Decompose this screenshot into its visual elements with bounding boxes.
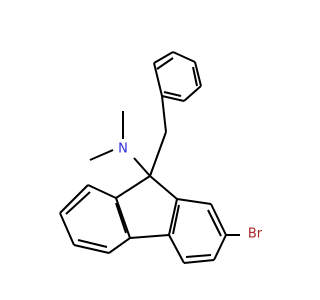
left-ring-bond-1 — [87, 184, 117, 199]
left-ring-bond-4 — [73, 244, 110, 254]
phenyl-bond-4 — [183, 85, 202, 102]
fluorene-bond-3 — [115, 197, 131, 239]
phenyl-bond-1 — [153, 51, 174, 64]
phenyl-bond-6 — [153, 62, 163, 97]
right-ring-bond-2 — [210, 203, 227, 236]
nitrogen-methyl-bond-2 — [89, 149, 114, 161]
right-ring-double-bond-3 — [185, 254, 212, 258]
fluorene-bond-1 — [115, 175, 151, 199]
left-ring-bond-3 — [59, 212, 75, 246]
phenyl-bond-2 — [172, 51, 196, 63]
left-ring-bond-2 — [59, 184, 89, 214]
background — [0, 0, 300, 300]
atom-labels: N Br — [118, 142, 263, 242]
phenyl-double-bond-1 — [156, 57, 174, 70]
bond-lines — [59, 51, 240, 264]
left-ring-double-bond-2 — [77, 239, 108, 248]
molecule-diagram: N Br — [0, 0, 300, 300]
phenyl-bond-5 — [161, 95, 185, 102]
left-ring-double-bond-1 — [65, 191, 91, 215]
right-ring-double-bond-2 — [207, 209, 222, 237]
benzyl-bond-2 — [149, 131, 167, 177]
fluorene-bond-5 — [129, 234, 170, 239]
carbon-nitrogen-bond — [133, 157, 151, 177]
phenyl-double-bond-2 — [192, 66, 198, 87]
nitrogen-label: N — [118, 142, 128, 157]
right-ring-bond-1 — [176, 198, 212, 205]
right-ring-double-bond-1 — [172, 204, 180, 235]
phenyl-bond-3 — [194, 61, 202, 87]
left-ring-bond-5 — [108, 237, 131, 254]
bromine-label: Br — [248, 227, 263, 242]
left-ring-double-bond-3 — [115, 202, 127, 234]
phenyl-double-bond-3 — [163, 91, 182, 97]
fluorene-bond-2 — [149, 175, 178, 200]
right-ring-bond-4 — [183, 259, 215, 264]
benzyl-bond-1 — [161, 95, 167, 133]
right-ring-bond-3 — [213, 234, 227, 261]
right-ring-bond-5 — [168, 234, 185, 264]
fluorene-bond-4 — [168, 198, 178, 236]
